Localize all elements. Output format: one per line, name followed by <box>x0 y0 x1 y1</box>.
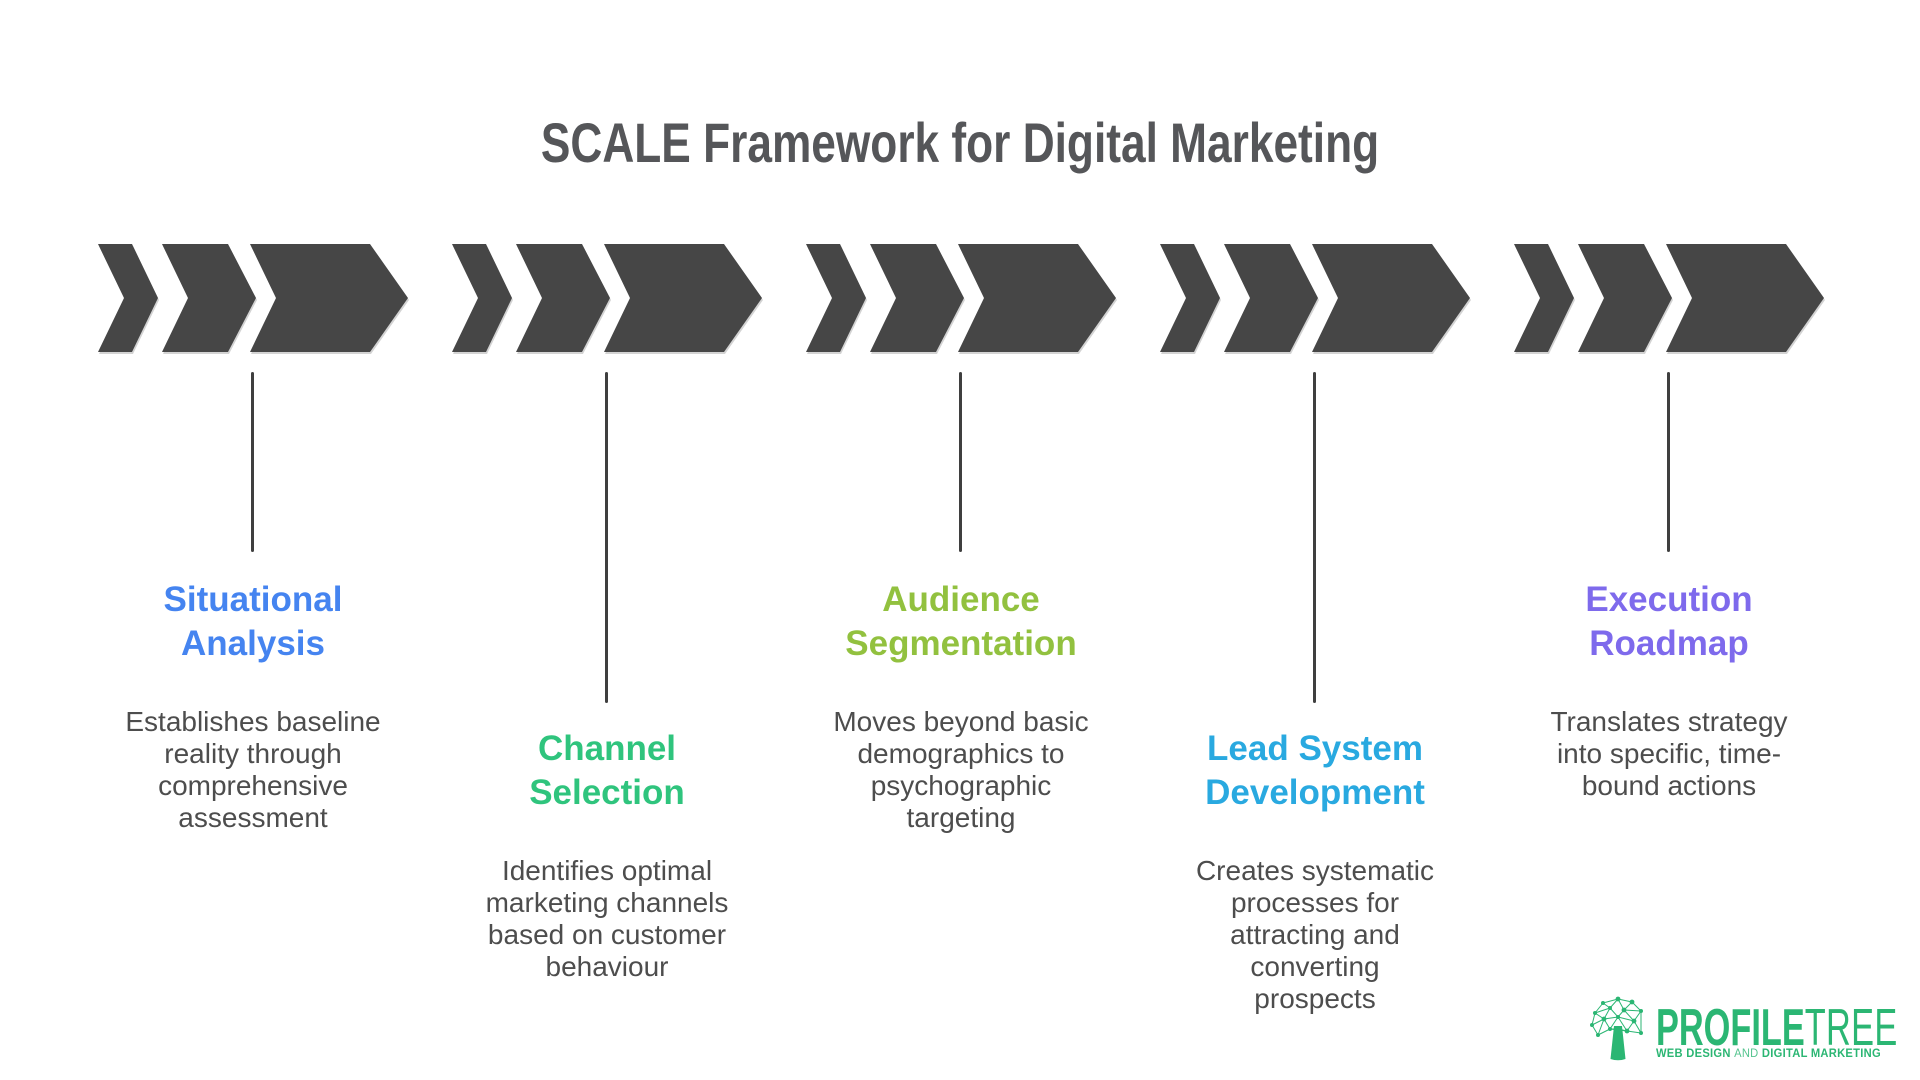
chevron-arrows-icon <box>806 244 1116 352</box>
stage-title: Execution Roadmap <box>1585 580 1753 663</box>
connector-line <box>1667 372 1670 552</box>
stage-description: Establishes baseline reality through com… <box>125 706 381 833</box>
stage-description: Creates systematic processes for attract… <box>1195 855 1435 1014</box>
logo-text-block: PROFILETREE WEB DESIGN AND DIGITAL MARKE… <box>1656 992 1920 1060</box>
stage-situational-analysis: Situational Analysis Establishes baselin… <box>73 578 433 834</box>
stage-description: Moves beyond basic demographics to psych… <box>833 706 1089 833</box>
chevron-arrows-icon <box>1514 244 1824 352</box>
chevron-step-5 <box>1514 244 1824 352</box>
tree-network-icon <box>1590 996 1643 1061</box>
chevron-step-1 <box>98 244 408 352</box>
stage-description: Identifies optimal marketing channels ba… <box>485 855 729 982</box>
chevron-arrows-icon <box>98 244 408 352</box>
brand-word-profile: PROFILE <box>1656 999 1805 1057</box>
connector-line <box>1313 372 1316 703</box>
stage-lead-system-development: Lead System Development Creates systemat… <box>1135 727 1495 1015</box>
stage-title: Audience Segmentation <box>845 580 1077 663</box>
stage-audience-segmentation: Audience Segmentation Moves beyond basic… <box>781 578 1141 834</box>
stage-channel-selection: Channel Selection Identifies optimal mar… <box>427 727 787 983</box>
brand-word-tree: TREE <box>1804 999 1898 1057</box>
chevron-arrows-icon <box>1160 244 1470 352</box>
connector-line <box>251 372 254 552</box>
brand-wordmark: PROFILETREE <box>1656 1002 1898 1054</box>
chevron-step-4 <box>1160 244 1470 352</box>
profiletree-logo: PROFILETREE WEB DESIGN AND DIGITAL MARKE… <box>1590 992 1920 1061</box>
connector-line <box>605 372 608 703</box>
brand-tagline: WEB DESIGN AND DIGITAL MARKETING <box>1656 1046 1881 1060</box>
connector-line <box>959 372 962 552</box>
stage-title: Lead System Development <box>1205 729 1425 812</box>
stage-execution-roadmap: Execution Roadmap Translates strategy in… <box>1489 578 1849 802</box>
stage-title: Situational Analysis <box>163 580 343 663</box>
chevron-arrows-icon <box>452 244 762 352</box>
chevron-step-2 <box>452 244 762 352</box>
chevron-step-3 <box>806 244 1116 352</box>
stage-title: Channel Selection <box>529 729 685 812</box>
page-title: SCALE Framework for Digital Marketing <box>540 110 1380 174</box>
stage-description: Translates strategy into specific, time-… <box>1550 706 1788 801</box>
